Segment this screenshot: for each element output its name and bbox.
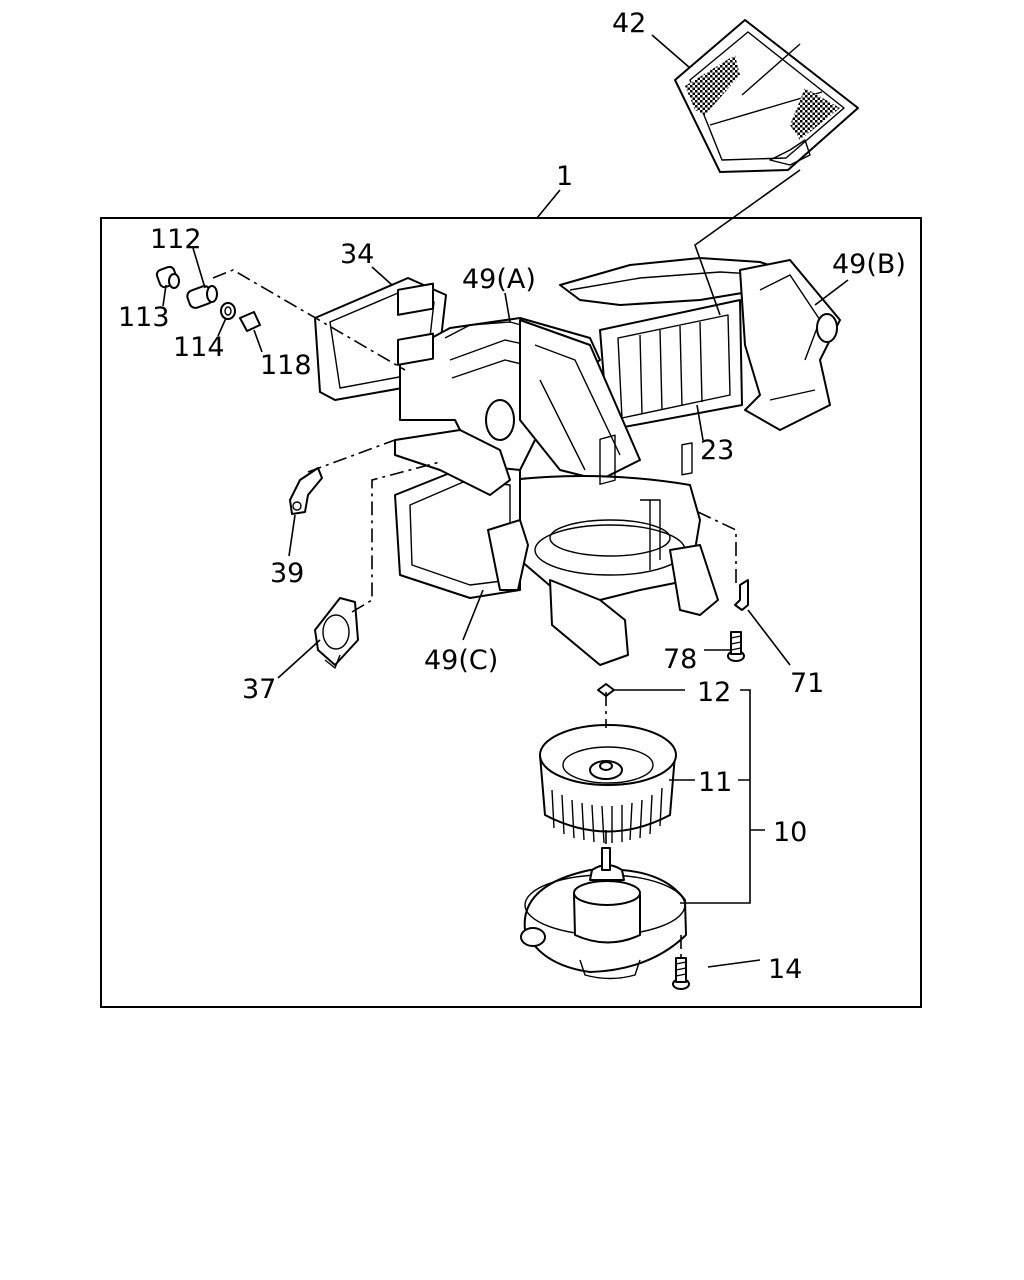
- part-10-blower-motor: [520, 847, 687, 980]
- callout-49c: 49(C): [424, 645, 498, 676]
- callout-11: 11: [698, 767, 732, 798]
- callout-34: 34: [340, 239, 374, 270]
- alignment-lines: [212, 269, 737, 958]
- part-14-screw: [672, 957, 690, 990]
- callout-78: 78: [663, 644, 697, 675]
- callout-14: 14: [768, 954, 802, 985]
- part-11-blower-fan: [539, 724, 677, 844]
- part-118-clip: [239, 311, 261, 332]
- part-112-sleeve: [186, 285, 218, 309]
- part-39-bracket: [289, 467, 323, 515]
- part-114-grommet: [220, 302, 236, 320]
- callout-1: 1: [556, 161, 573, 192]
- part-78-screw: [727, 631, 745, 662]
- leader-lines: [162, 34, 849, 968]
- callout-10: 10: [773, 817, 807, 848]
- callout-118: 118: [260, 350, 312, 381]
- part-71-clip: [734, 579, 749, 611]
- callout-49b: 49(B): [832, 249, 906, 280]
- part-37-seal: [314, 597, 359, 669]
- callout-labels: 1 42 112 113 114 118 34 49(A) 49(B) 23 3…: [118, 8, 906, 985]
- callout-12: 12: [697, 677, 731, 708]
- callout-23: 23: [700, 435, 734, 466]
- callout-42: 42: [612, 8, 646, 39]
- part-42-air-filter: [674, 19, 859, 173]
- callout-114: 114: [173, 332, 225, 363]
- assembly-frame: [100, 217, 922, 1008]
- callout-113: 113: [118, 302, 170, 333]
- callout-112: 112: [150, 224, 202, 255]
- heater-unit-housing: [394, 257, 841, 666]
- callout-39: 39: [270, 558, 304, 589]
- part-113-cap: [155, 265, 180, 289]
- callout-49a: 49(A): [462, 264, 536, 295]
- callout-37: 37: [242, 674, 276, 705]
- callout-71: 71: [790, 668, 824, 699]
